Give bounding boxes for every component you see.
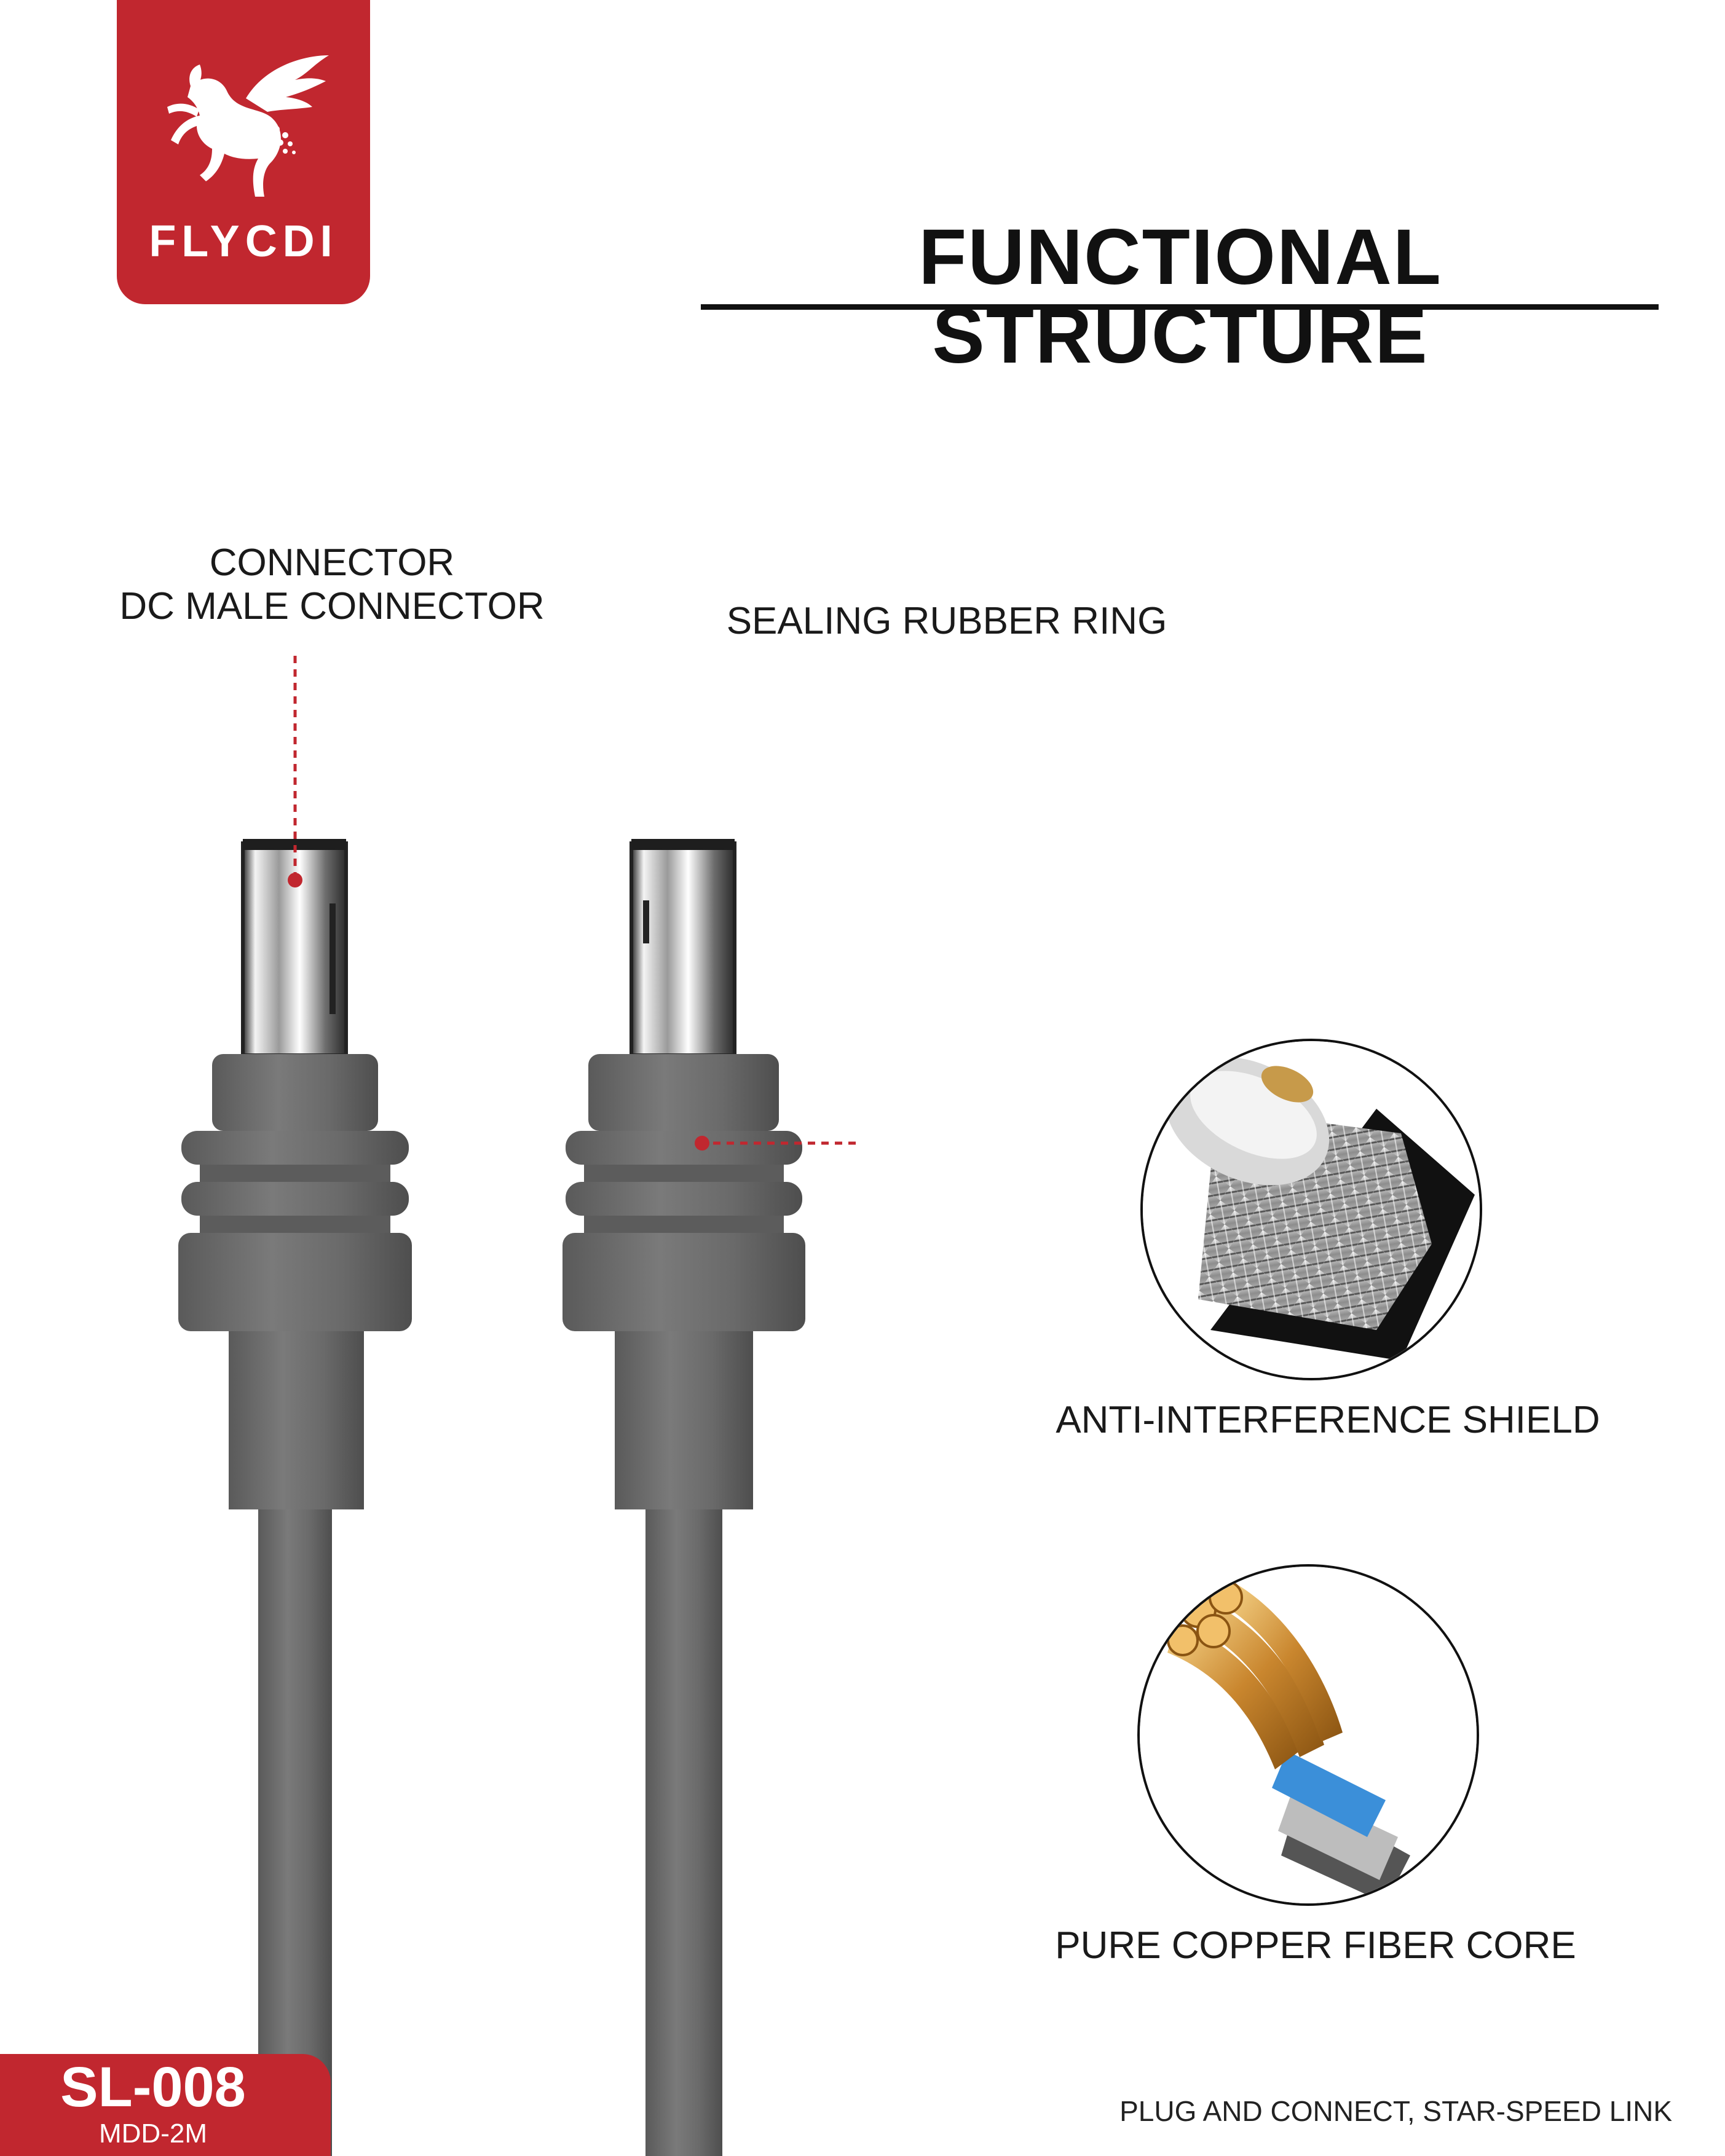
sealing-ring-label: SEALING RUBBER RING xyxy=(726,600,1167,642)
shield-label: ANTI-INTERFERENCE SHIELD xyxy=(1056,1399,1600,1441)
right-plug xyxy=(562,839,805,2156)
connector-leader-line xyxy=(288,651,302,887)
shield-braid-illustration xyxy=(1143,1041,1480,1378)
dc-plug-illustration xyxy=(178,651,861,2156)
connector-label: CONNECTOR DC MALE CONNECTOR xyxy=(92,541,572,629)
title-underline xyxy=(701,304,1659,310)
connector-label-line2: DC MALE CONNECTOR xyxy=(119,585,545,628)
ring-leader-line xyxy=(695,1136,861,1151)
model-tab: SL-008 MDD-2M xyxy=(0,2054,331,2156)
connector-label-line1: CONNECTOR xyxy=(209,541,455,584)
page-title: FUNCTIONAL STRUCTURE xyxy=(918,213,1442,380)
tagline: PLUG AND CONNECT, STAR-SPEED LINK xyxy=(1119,2095,1672,2127)
copper-core-illustration xyxy=(1140,1567,1477,1903)
model-code: SL-008 xyxy=(60,2056,246,2119)
copper-core-label: PURE COPPER FIBER CORE xyxy=(1055,1924,1576,1967)
pegasus-logo-icon xyxy=(167,55,329,197)
brand-logo: FLYCDI xyxy=(117,0,370,304)
shield-illustration xyxy=(1140,1039,1482,1380)
brand-name: FLYCDI xyxy=(149,217,338,266)
left-plug xyxy=(178,839,412,2156)
model-subcode: MDD-2M xyxy=(99,2119,207,2149)
copper-core-illustration-frame xyxy=(1137,1564,1479,1906)
